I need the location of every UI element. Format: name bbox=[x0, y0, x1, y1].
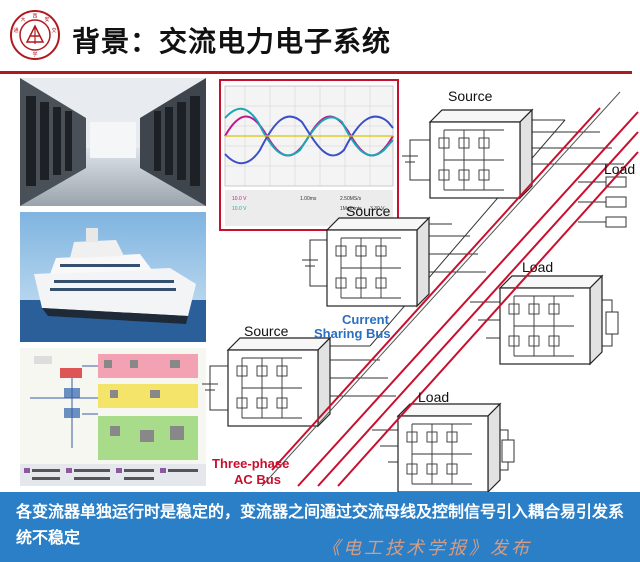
ac-power-system-diagram: 10.0 V 10.0 V 1.00ms 2.50MS/s 1M points … bbox=[0, 0, 640, 492]
source-label: Source bbox=[346, 203, 391, 219]
current-sharing-bus-label: Current bbox=[342, 312, 390, 327]
source-converter-middle bbox=[327, 218, 429, 306]
scope-readout: 1.00ms bbox=[300, 196, 317, 202]
source-converter-top bbox=[430, 110, 532, 198]
load-label: Load bbox=[522, 259, 553, 275]
source-label: Source bbox=[448, 88, 493, 104]
scope-readout: 2.50MS/s bbox=[340, 196, 362, 202]
ac-bus-label: Three-phase bbox=[212, 456, 289, 471]
source-label: Source bbox=[244, 323, 289, 339]
scope-readout: 10.0 V bbox=[232, 196, 247, 202]
source-converter-bottom bbox=[228, 338, 330, 426]
source-watermark: 《电工技术学报》发布 bbox=[322, 534, 532, 560]
load-converter-bottom bbox=[398, 404, 500, 492]
load-label: Load bbox=[418, 389, 449, 405]
scope-readout: 10.0 V bbox=[232, 206, 247, 212]
ac-bus-label: AC Bus bbox=[234, 472, 281, 487]
current-sharing-bus-label: Sharing Bus bbox=[314, 326, 391, 341]
load-label: Load bbox=[604, 161, 635, 177]
